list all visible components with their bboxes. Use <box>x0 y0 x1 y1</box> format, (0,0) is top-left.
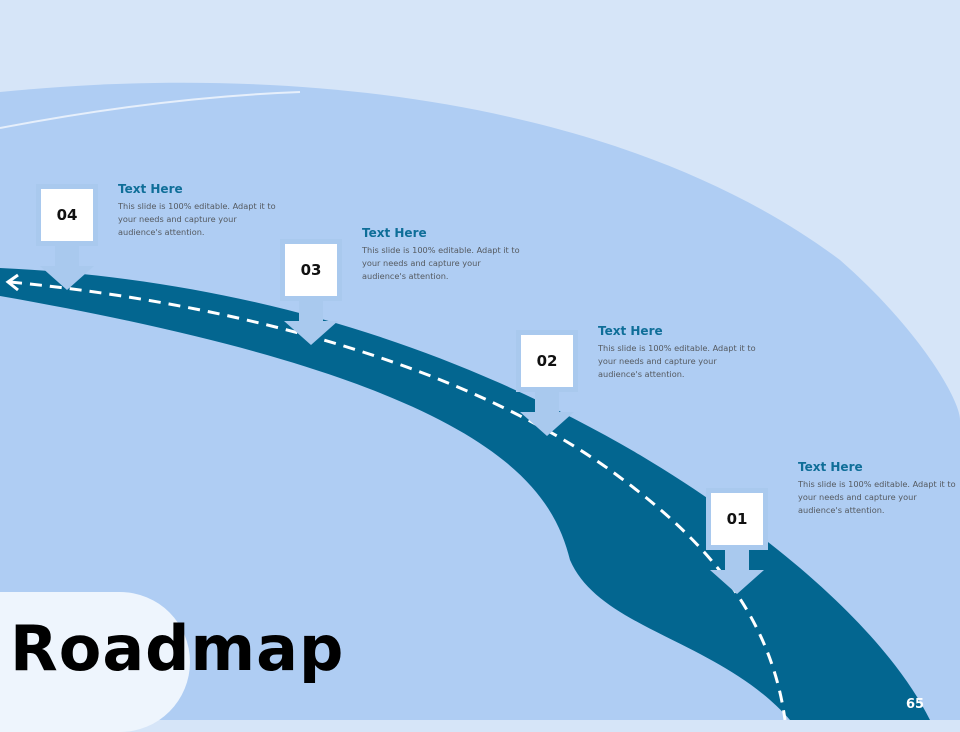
title-background <box>0 592 190 732</box>
milestone-02-down-arrow-icon <box>520 392 574 436</box>
milestone-01-heading: Text Here <box>798 460 863 474</box>
milestone-04-description: This slide is 100% editable. Adapt it to… <box>118 201 276 237</box>
milestone-01-number: 01 <box>711 493 763 545</box>
milestone-02-number: 02 <box>521 335 573 387</box>
slide-title: Roadmap <box>10 612 345 685</box>
milestone-02-description: This slide is 100% editable. Adapt it to… <box>598 343 756 379</box>
road-start-arrowhead <box>5 273 19 292</box>
milestone-03-callout: Text Here This slide is 100% editable. A… <box>362 226 522 283</box>
milestone-03-heading: Text Here <box>362 226 427 240</box>
milestone-04-heading: Text Here <box>118 182 183 196</box>
milestone-02-callout: Text Here This slide is 100% editable. A… <box>598 324 758 381</box>
milestone-04-callout: Text Here This slide is 100% editable. A… <box>118 182 278 239</box>
milestone-01-callout: Text Here This slide is 100% editable. A… <box>798 460 958 517</box>
milestone-03-marker: 03 <box>280 239 342 301</box>
milestone-02-heading: Text Here <box>598 324 663 338</box>
milestone-03-description: This slide is 100% editable. Adapt it to… <box>362 245 520 281</box>
milestone-04-marker: 04 <box>36 184 98 246</box>
milestone-01-marker: 01 <box>706 488 768 550</box>
milestone-01-description: This slide is 100% editable. Adapt it to… <box>798 479 956 515</box>
page-number: 65 <box>906 697 925 712</box>
road <box>0 268 930 720</box>
band-highlight-line <box>0 91 301 129</box>
road-center-dashed-line <box>9 280 787 720</box>
milestone-02-marker: 02 <box>516 330 578 392</box>
milestone-03-number: 03 <box>285 244 337 296</box>
milestone-04-down-arrow-icon <box>40 246 94 290</box>
milestone-01-down-arrow-icon <box>710 550 764 594</box>
milestone-04-number: 04 <box>41 189 93 241</box>
milestone-03-down-arrow-icon <box>284 301 338 345</box>
